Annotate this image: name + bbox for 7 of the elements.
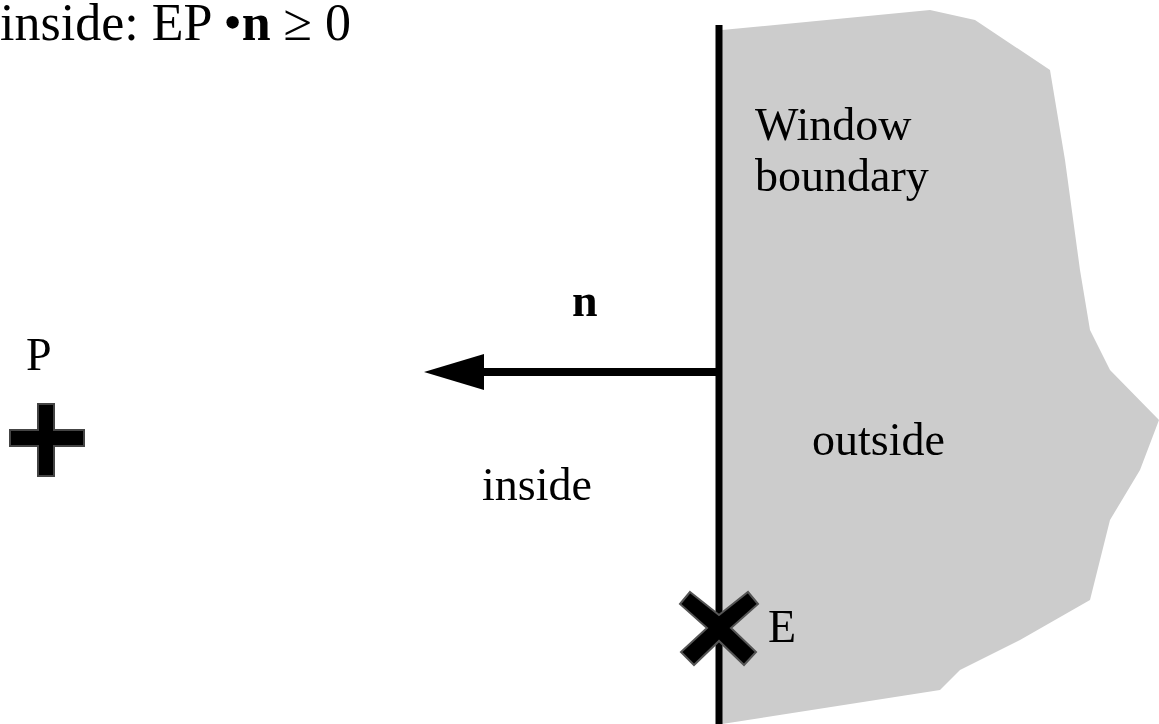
vector-label: n (572, 276, 598, 327)
point-label: P (26, 330, 52, 381)
title: inside: EP •n ≥ 0 (0, 0, 352, 52)
region-label: inside (482, 460, 592, 511)
region-label: outside (812, 415, 945, 466)
point-label: E (768, 602, 797, 653)
region-label: Window boundary (755, 100, 930, 202)
